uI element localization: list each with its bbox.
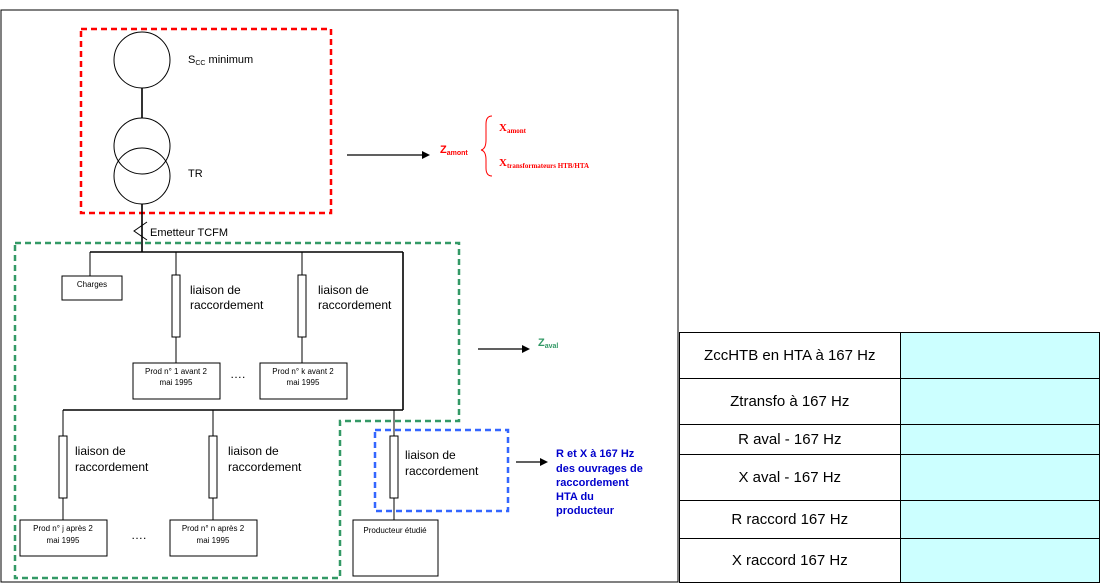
prodj-cable-symbol: [58, 435, 68, 499]
transformer-winding-bottom: [113, 147, 171, 205]
source-label: SCC minimum: [188, 54, 253, 67]
transformer-winding-top: [113, 117, 171, 175]
studied-cable-symbol: [389, 435, 399, 499]
x-transfo-label: Xtransformateurs HTB/HTA: [499, 157, 589, 170]
row-label: R aval - 167 Hz: [679, 424, 901, 455]
source-symbol: [113, 31, 171, 89]
row-label: X aval - 167 Hz: [679, 454, 901, 501]
value-cell[interactable]: [899, 500, 1100, 539]
prod1-cable-symbol: [171, 274, 181, 338]
value-cell[interactable]: [899, 424, 1100, 455]
table-row: R raccord 167 Hz: [679, 500, 1100, 539]
rx-arrowhead: [540, 458, 548, 466]
producer-connection-zone-box: [373, 428, 510, 513]
rx-note: R et X à 167 Hz des ouvrages de raccorde…: [556, 448, 646, 517]
charges-box: [61, 275, 123, 301]
table-row: X raccord 167 Hz: [679, 538, 1100, 583]
value-cell[interactable]: [899, 454, 1100, 501]
row-label: ZccHTB en HTA à 167 Hz: [679, 332, 901, 379]
charges-label: Charges: [77, 280, 107, 289]
prodk-box: [259, 362, 348, 400]
emitter-symbol: [133, 221, 148, 241]
table-row: Ztransfo à 167 Hz: [679, 378, 1100, 425]
ellipsis-top: ….: [230, 367, 245, 381]
z-amont-brace: [480, 115, 493, 177]
z-aval-arrowhead: [522, 345, 530, 353]
row-label: X raccord 167 Hz: [679, 538, 901, 583]
z-amont-label: Zamont: [440, 144, 468, 157]
z-aval-label: Zaval: [538, 337, 558, 350]
ellipsis-bottom: ….: [131, 528, 146, 542]
prod1-box: [132, 362, 221, 400]
page-frame: [0, 9, 679, 583]
table-row: R aval - 167 Hz: [679, 424, 1100, 455]
row-label: R raccord 167 Hz: [679, 500, 901, 539]
prodj-box: [19, 519, 108, 557]
network-diagram: SCC minimum TR Emetteur TCFM Zamont Xamo…: [0, 9, 679, 583]
table-row: ZccHTB en HTA à 167 Hz: [679, 332, 1100, 379]
studied-producer-box: [352, 519, 439, 577]
value-cell[interactable]: [899, 538, 1100, 583]
studied-producer-label: Producteur étudié: [363, 526, 427, 535]
z-amont-arrowhead: [422, 151, 430, 159]
value-cell[interactable]: [899, 332, 1100, 379]
prodn-cable-symbol: [208, 435, 218, 499]
row-label: Ztransfo à 167 Hz: [679, 378, 901, 425]
upstream-zone-box: [79, 27, 333, 215]
emitter-label: Emetteur TCFM: [150, 227, 228, 239]
x-amont-label: Xamont: [499, 122, 527, 135]
prodn-box: [169, 519, 258, 557]
value-cell[interactable]: [899, 378, 1100, 425]
downstream-zone-box: [13, 241, 461, 580]
results-table: ZccHTB en HTA à 167 Hz Ztransfo à 167 Hz…: [679, 332, 1100, 583]
table-row: X aval - 167 Hz: [679, 454, 1100, 501]
prodk-cable-symbol: [297, 274, 307, 338]
transformer-label: TR: [188, 168, 203, 180]
